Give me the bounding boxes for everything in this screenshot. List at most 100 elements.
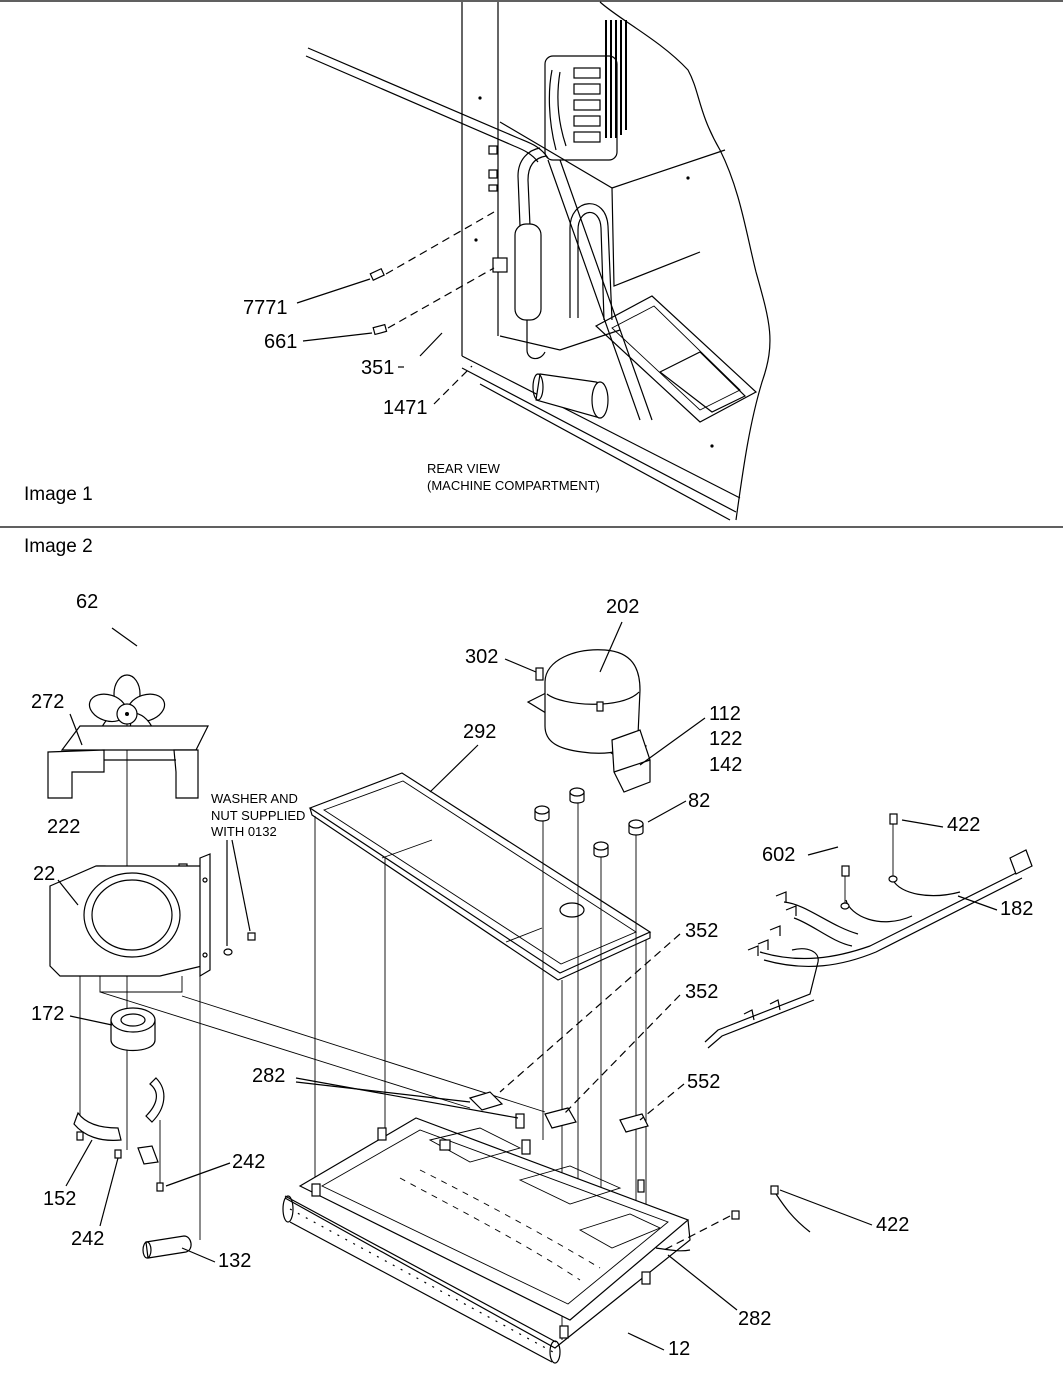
leader-422a xyxy=(901,819,944,828)
wire-bundle xyxy=(605,20,627,138)
view-caption-line2: (MACHINE COMPARTMENT) xyxy=(427,478,600,493)
note-line3: WITH 0132 xyxy=(211,824,277,839)
fan-bracket xyxy=(49,853,211,978)
drain-tray xyxy=(594,295,758,423)
screw-661 xyxy=(372,323,388,336)
leader-182 xyxy=(957,895,998,911)
placement-line xyxy=(181,995,546,1113)
leader-661-dashed xyxy=(387,267,495,329)
tray-pocket xyxy=(578,1213,662,1249)
leader-351 xyxy=(419,332,443,357)
compressor-end xyxy=(532,373,544,401)
pad-352 xyxy=(544,1107,577,1129)
callout-272: 272 xyxy=(31,691,64,713)
base-rail-line xyxy=(461,367,737,513)
filter-drier xyxy=(514,223,542,321)
leader-7771 xyxy=(296,278,371,304)
compartment-ledge xyxy=(499,121,701,287)
callout-242: 242 xyxy=(71,1228,104,1250)
screw-7771 xyxy=(369,267,385,281)
callout-351: 351 xyxy=(361,357,394,379)
callout-12: 12 xyxy=(668,1338,690,1360)
pad-552 xyxy=(619,1113,649,1133)
screw-242 xyxy=(114,1149,122,1159)
shroud-left-tab xyxy=(47,749,105,799)
ground-wire xyxy=(775,1193,811,1233)
shroud-right-tab xyxy=(173,749,199,799)
harness-lower-wire xyxy=(707,999,815,1049)
leader-552 xyxy=(639,1083,685,1121)
wire-282 xyxy=(655,1247,691,1252)
callout-422: 422 xyxy=(947,814,980,836)
terminal xyxy=(573,67,601,79)
compressor-stud xyxy=(596,701,604,712)
screw-302 xyxy=(535,667,544,681)
leader-242a xyxy=(99,1157,119,1227)
harness-branch xyxy=(783,901,859,935)
callout-7771: 7771 xyxy=(243,297,288,319)
tray-tab xyxy=(641,1271,651,1285)
leader-152 xyxy=(65,1139,93,1187)
leader-62 xyxy=(111,627,138,647)
capillary-tube xyxy=(307,47,549,159)
condenser-bottom-edge xyxy=(289,1221,553,1363)
bracket-flange xyxy=(199,853,211,978)
callout-112: 112 xyxy=(709,703,741,725)
harness-connector xyxy=(1009,849,1033,875)
top-cover xyxy=(308,772,652,981)
panel-hole xyxy=(488,169,498,179)
leader-7771-dashed xyxy=(385,211,495,275)
screw-hole xyxy=(686,176,690,180)
tray-rim xyxy=(298,1117,690,1321)
screw-242 xyxy=(76,1131,84,1141)
bracket-hole xyxy=(202,877,208,883)
drier-outlet-tube xyxy=(526,320,546,360)
callout-152: 152 xyxy=(43,1188,76,1210)
callout-142: 142 xyxy=(709,754,742,776)
mounting-bracket xyxy=(492,257,508,273)
callout-132: 132 xyxy=(218,1250,251,1272)
compartment-floor-edge xyxy=(499,329,621,351)
screw-422 xyxy=(770,1185,779,1195)
drain-tray-inner xyxy=(611,305,741,411)
capacitor-end xyxy=(142,1241,152,1259)
harness-branch xyxy=(793,917,853,947)
panel-hole xyxy=(488,184,498,192)
callout-302: 302 xyxy=(465,646,498,668)
harness-terminals xyxy=(747,891,797,956)
harness-lower-terminals xyxy=(743,999,781,1021)
fan-motor xyxy=(110,1007,156,1051)
clip-282 xyxy=(637,1179,645,1193)
leader-352a xyxy=(499,933,681,1093)
grommets xyxy=(534,787,644,858)
callout-222: 222 xyxy=(47,816,80,838)
capillary-tube xyxy=(305,55,539,163)
callout-352: 352 xyxy=(685,981,718,1003)
leader-nut xyxy=(231,839,251,932)
callout-552: 552 xyxy=(687,1071,720,1093)
grommet-top xyxy=(534,805,550,815)
callout-242: 242 xyxy=(232,1151,265,1173)
base-rail-line xyxy=(461,355,741,499)
leader-82 xyxy=(647,800,687,823)
tray-tab xyxy=(559,1325,569,1339)
leader-1471 xyxy=(433,365,473,405)
terminal xyxy=(573,99,601,111)
callout-602: 602 xyxy=(762,844,795,866)
terminal xyxy=(573,131,601,143)
screw-422 xyxy=(731,1210,740,1220)
drain-pan xyxy=(658,351,747,413)
compartment-ledge-top xyxy=(611,149,726,189)
leader-282b xyxy=(667,1254,738,1311)
screw-422-seat xyxy=(888,875,898,883)
u-tube xyxy=(569,203,613,321)
pad-282 xyxy=(468,1091,504,1111)
discharge-tube xyxy=(547,159,653,421)
grommet-top xyxy=(628,819,644,829)
screw-hole xyxy=(478,96,482,100)
shroud-top xyxy=(60,725,209,751)
bracket-ring-outer xyxy=(83,872,181,958)
cover-divider xyxy=(505,927,543,943)
terminal xyxy=(573,115,601,127)
